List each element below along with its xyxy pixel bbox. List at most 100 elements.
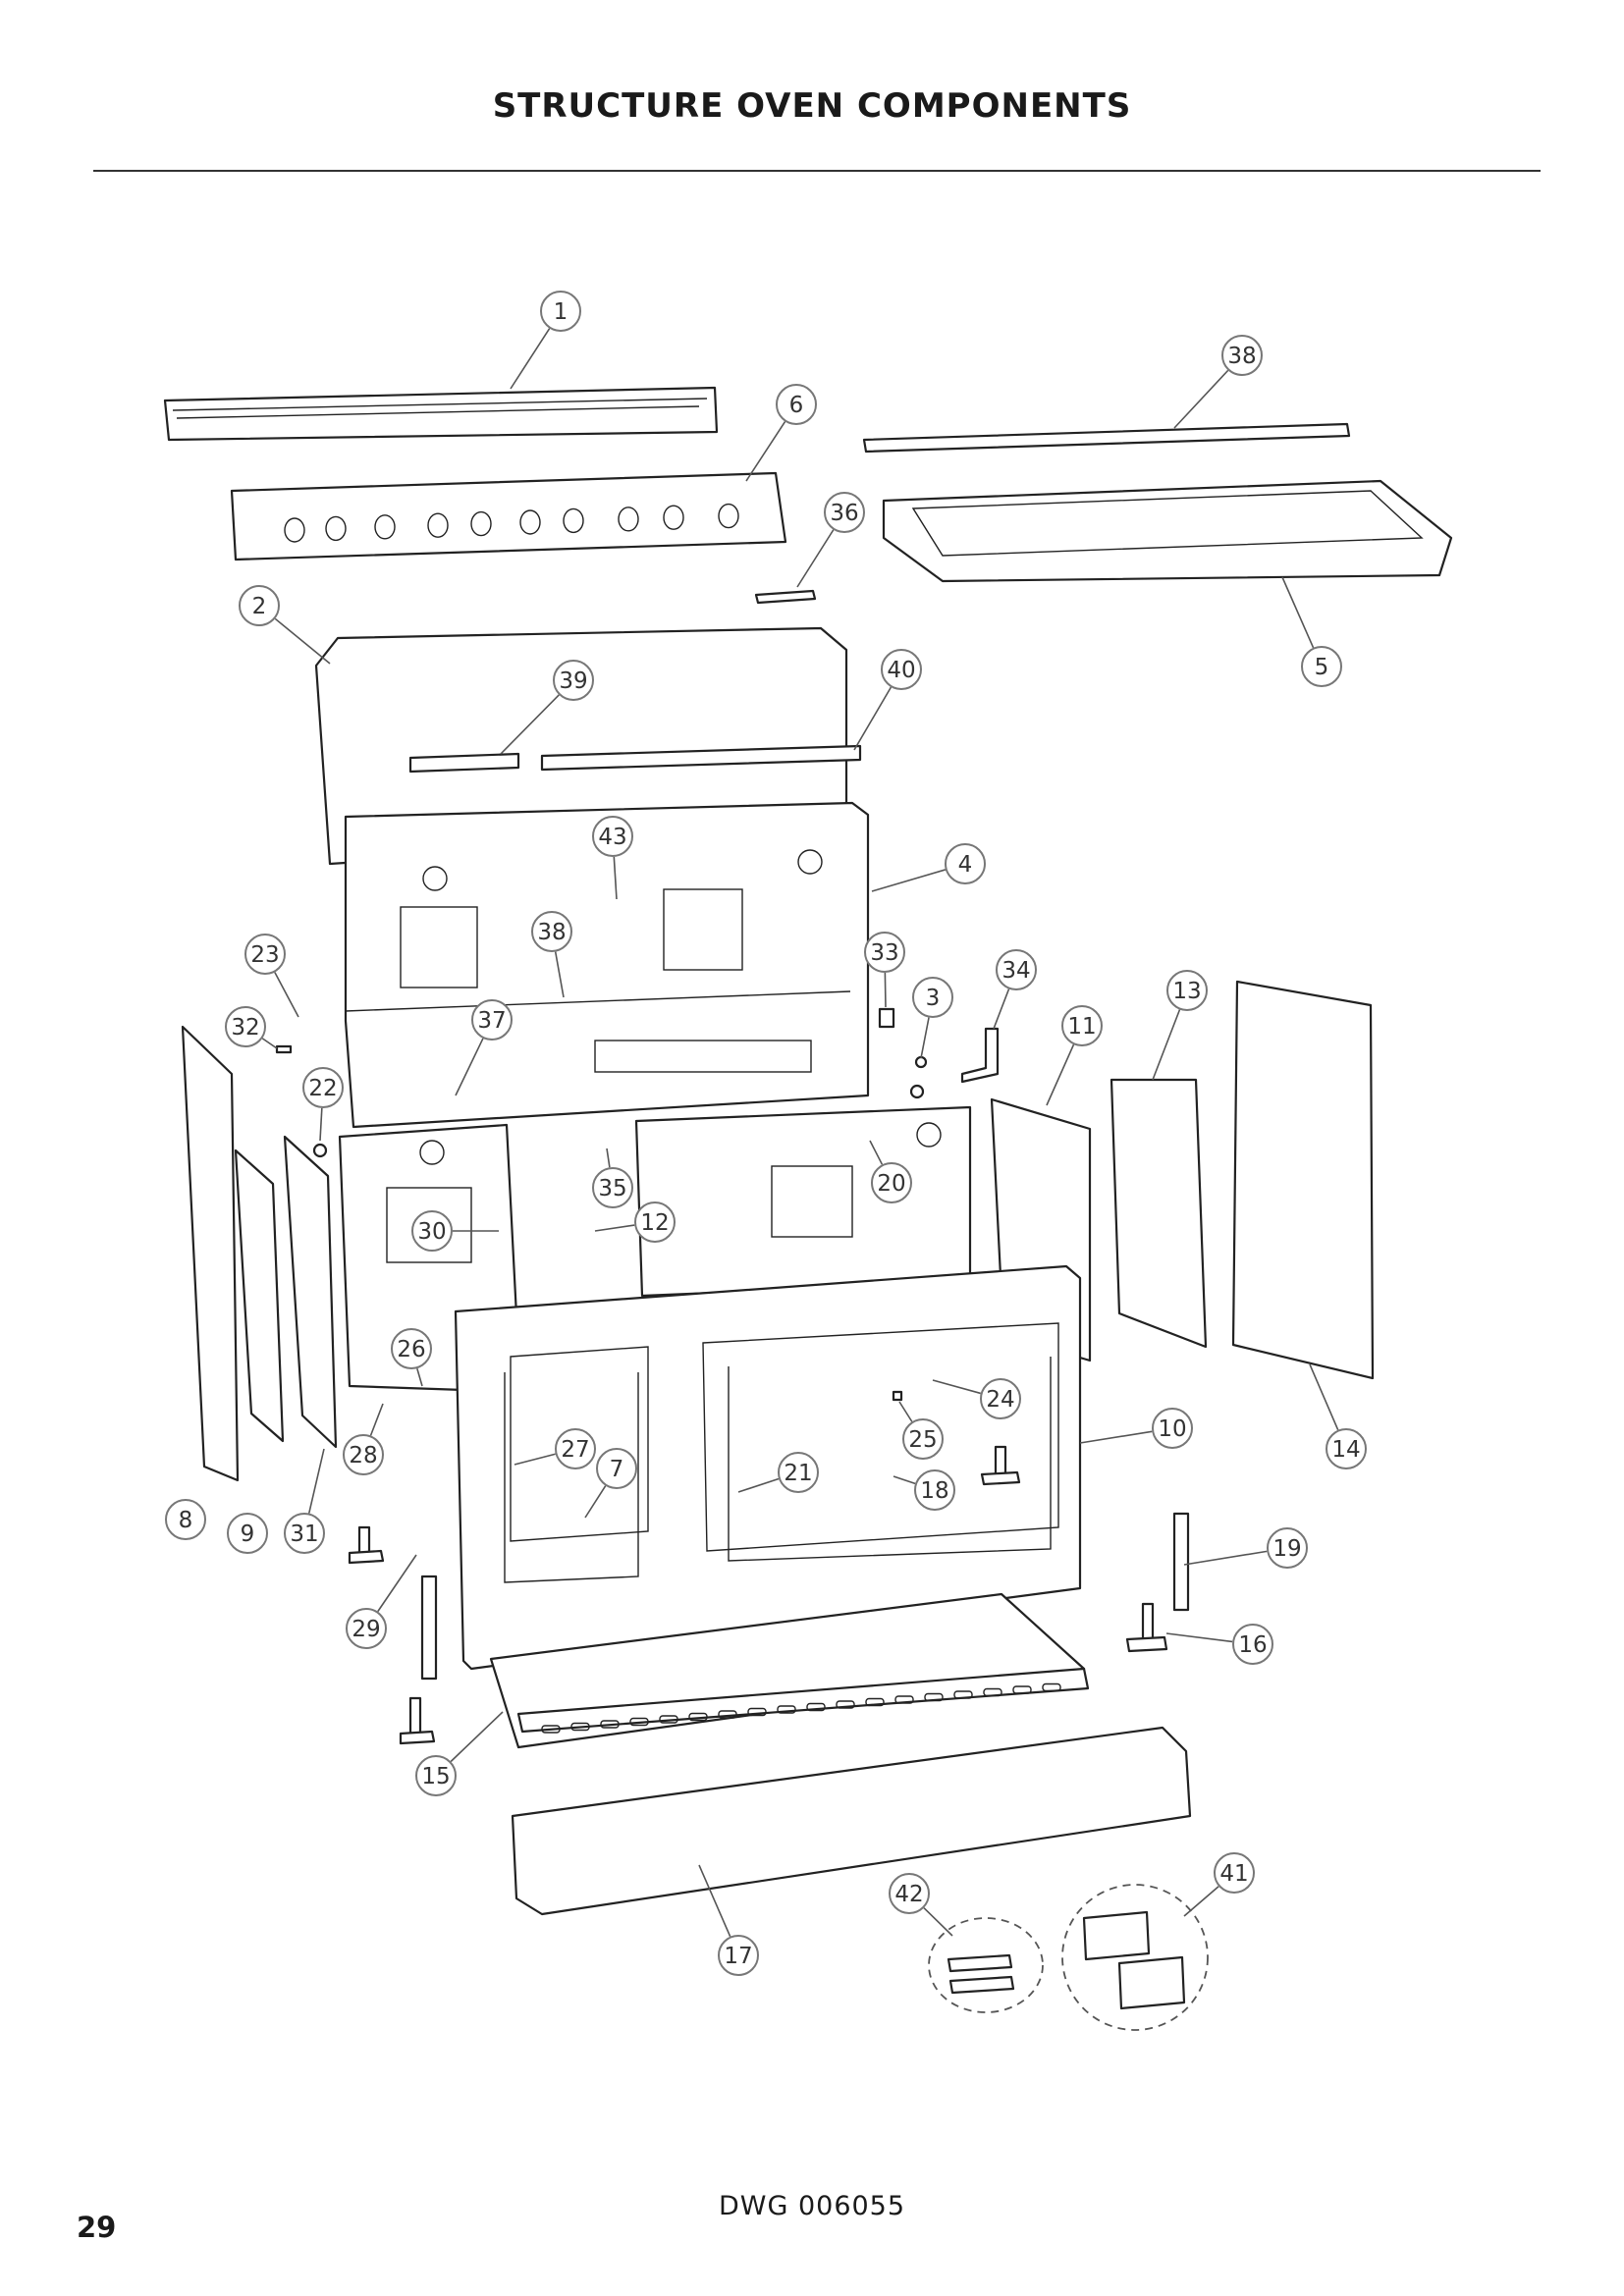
callout-circle — [778, 1452, 819, 1493]
callout-circle — [980, 1378, 1021, 1419]
callout-number: 14 — [1331, 1437, 1360, 1463]
leader-line — [594, 1224, 635, 1232]
vent-slot — [836, 1700, 855, 1709]
callout-number: 22 — [308, 1076, 337, 1101]
callout-8: 8 — [165, 1499, 206, 1540]
callout-27: 27 — [555, 1428, 596, 1469]
part-rail-38-top — [862, 422, 1351, 454]
callout-circle — [592, 1167, 633, 1208]
knob-hole — [663, 505, 684, 530]
callout-number: 43 — [598, 825, 626, 850]
callout-number: 5 — [1315, 655, 1329, 680]
callout-circle — [244, 934, 286, 975]
callout-number: 30 — [417, 1219, 446, 1245]
callout-4: 4 — [945, 843, 986, 884]
part-front-frame — [454, 1264, 1082, 1671]
callout-18: 18 — [914, 1469, 955, 1511]
callout-circle — [411, 1210, 453, 1252]
leader-line — [898, 1401, 913, 1422]
callout-circle — [592, 816, 633, 857]
knob-hole — [374, 514, 396, 540]
callout-number: 7 — [610, 1457, 624, 1482]
callout-26: 26 — [391, 1328, 432, 1369]
callout-41: 41 — [1214, 1852, 1255, 1894]
callout-number: 36 — [830, 501, 858, 526]
callout-circle — [302, 1067, 344, 1108]
callout-circle — [902, 1418, 944, 1460]
knob-hole — [284, 517, 305, 543]
leader-line — [1173, 369, 1229, 429]
leader-line — [319, 1107, 323, 1142]
callout-circle — [227, 1513, 268, 1554]
leader-line — [932, 1379, 981, 1395]
vent-slot — [629, 1717, 649, 1727]
callout-circle — [531, 911, 572, 952]
part-accessory-group-42 — [928, 1917, 1044, 2013]
knob-hole — [519, 509, 541, 535]
part-small-components — [275, 1007, 1000, 1402]
leader-line — [1309, 1363, 1339, 1431]
callout-circle — [889, 1873, 930, 1914]
callout-number: 34 — [1001, 958, 1030, 984]
callout-30: 30 — [411, 1210, 453, 1252]
callout-22: 22 — [302, 1067, 344, 1108]
callout-circle — [996, 949, 1037, 990]
vent-slot — [1012, 1685, 1032, 1694]
callout-number: 38 — [1227, 344, 1256, 369]
part-accessory-group-41 — [1061, 1884, 1209, 2031]
callout-7: 7 — [596, 1448, 637, 1489]
callout-circle — [881, 649, 922, 690]
callout-number: 35 — [598, 1176, 626, 1201]
callout-1: 1 — [540, 291, 581, 332]
callout-38: 38 — [1221, 335, 1263, 376]
callout-14: 14 — [1326, 1428, 1367, 1469]
leader-line — [1165, 1632, 1233, 1643]
drawing-reference: DWG 006055 — [718, 2191, 906, 2221]
callout-circle — [718, 1935, 759, 1976]
callout-23: 23 — [244, 934, 286, 975]
callout-circle — [1326, 1428, 1367, 1469]
leader-line — [923, 1907, 953, 1937]
callout-40: 40 — [881, 649, 922, 690]
vent-slot — [541, 1725, 561, 1734]
callout-11: 11 — [1061, 1005, 1103, 1046]
callout-number: 10 — [1158, 1416, 1186, 1442]
callout-42: 42 — [889, 1873, 930, 1914]
vent-slot — [894, 1695, 914, 1704]
callout-25: 25 — [902, 1418, 944, 1460]
callout-number: 17 — [724, 1944, 752, 1969]
leader-line — [745, 421, 786, 482]
callout-circle — [864, 932, 905, 973]
callout-circle — [540, 291, 581, 332]
callout-circle — [914, 1469, 955, 1511]
leader-line — [1152, 1009, 1181, 1081]
callout-circle — [343, 1434, 384, 1475]
callout-circle — [634, 1201, 676, 1243]
part-top-cover — [882, 479, 1453, 583]
callout-number: 19 — [1272, 1536, 1301, 1562]
callout-circle — [165, 1499, 206, 1540]
callout-number: 39 — [559, 668, 587, 694]
callout-circle — [1214, 1852, 1255, 1894]
leader-line — [584, 1485, 607, 1519]
leader-line — [871, 869, 947, 892]
callout-number: 31 — [290, 1522, 318, 1547]
callout-circle — [391, 1328, 432, 1369]
callout-circle — [553, 660, 594, 701]
leader-line — [261, 1038, 278, 1049]
part-kickplate — [511, 1726, 1192, 1916]
leader-line — [510, 328, 551, 390]
callout-circle — [1267, 1527, 1308, 1569]
callout-number: 4 — [958, 852, 973, 878]
leader-line — [993, 988, 1010, 1030]
leader-line — [1183, 1886, 1219, 1917]
leader-line — [274, 972, 299, 1018]
leader-line — [613, 856, 618, 900]
leader-line — [893, 1475, 916, 1485]
callout-number: 41 — [1219, 1861, 1248, 1887]
callout-28: 28 — [343, 1434, 384, 1475]
callout-29: 29 — [346, 1608, 387, 1649]
callout-number: 6 — [789, 393, 804, 418]
leader-line — [884, 972, 887, 1008]
vent-slot — [659, 1715, 678, 1724]
